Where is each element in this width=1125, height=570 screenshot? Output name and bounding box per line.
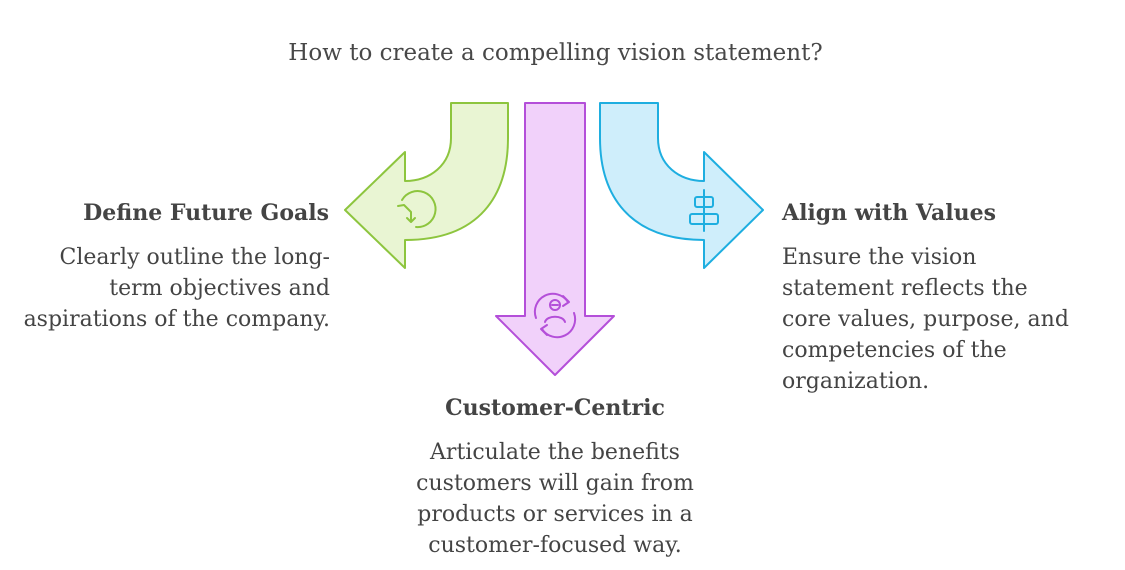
turn-arrow-icon [397, 190, 437, 229]
align-center-icon [689, 189, 719, 232]
right-heading: Align with Values [782, 200, 996, 226]
right-curved-arrow [599, 102, 764, 269]
right-description: Ensure the vision statement reflects the… [782, 245, 1069, 394]
center-description: Articulate the benefits customers will g… [416, 440, 694, 558]
left-curved-arrow [344, 102, 509, 269]
center-down-arrow [495, 102, 615, 376]
left-description: Clearly outline the long-term objectives… [23, 245, 330, 332]
customer-cycle-icon [533, 292, 577, 339]
left-heading: Define Future Goals [83, 200, 329, 226]
center-heading: Customer-Centric [445, 395, 665, 421]
diagram-title: How to create a compelling vision statem… [288, 40, 823, 66]
